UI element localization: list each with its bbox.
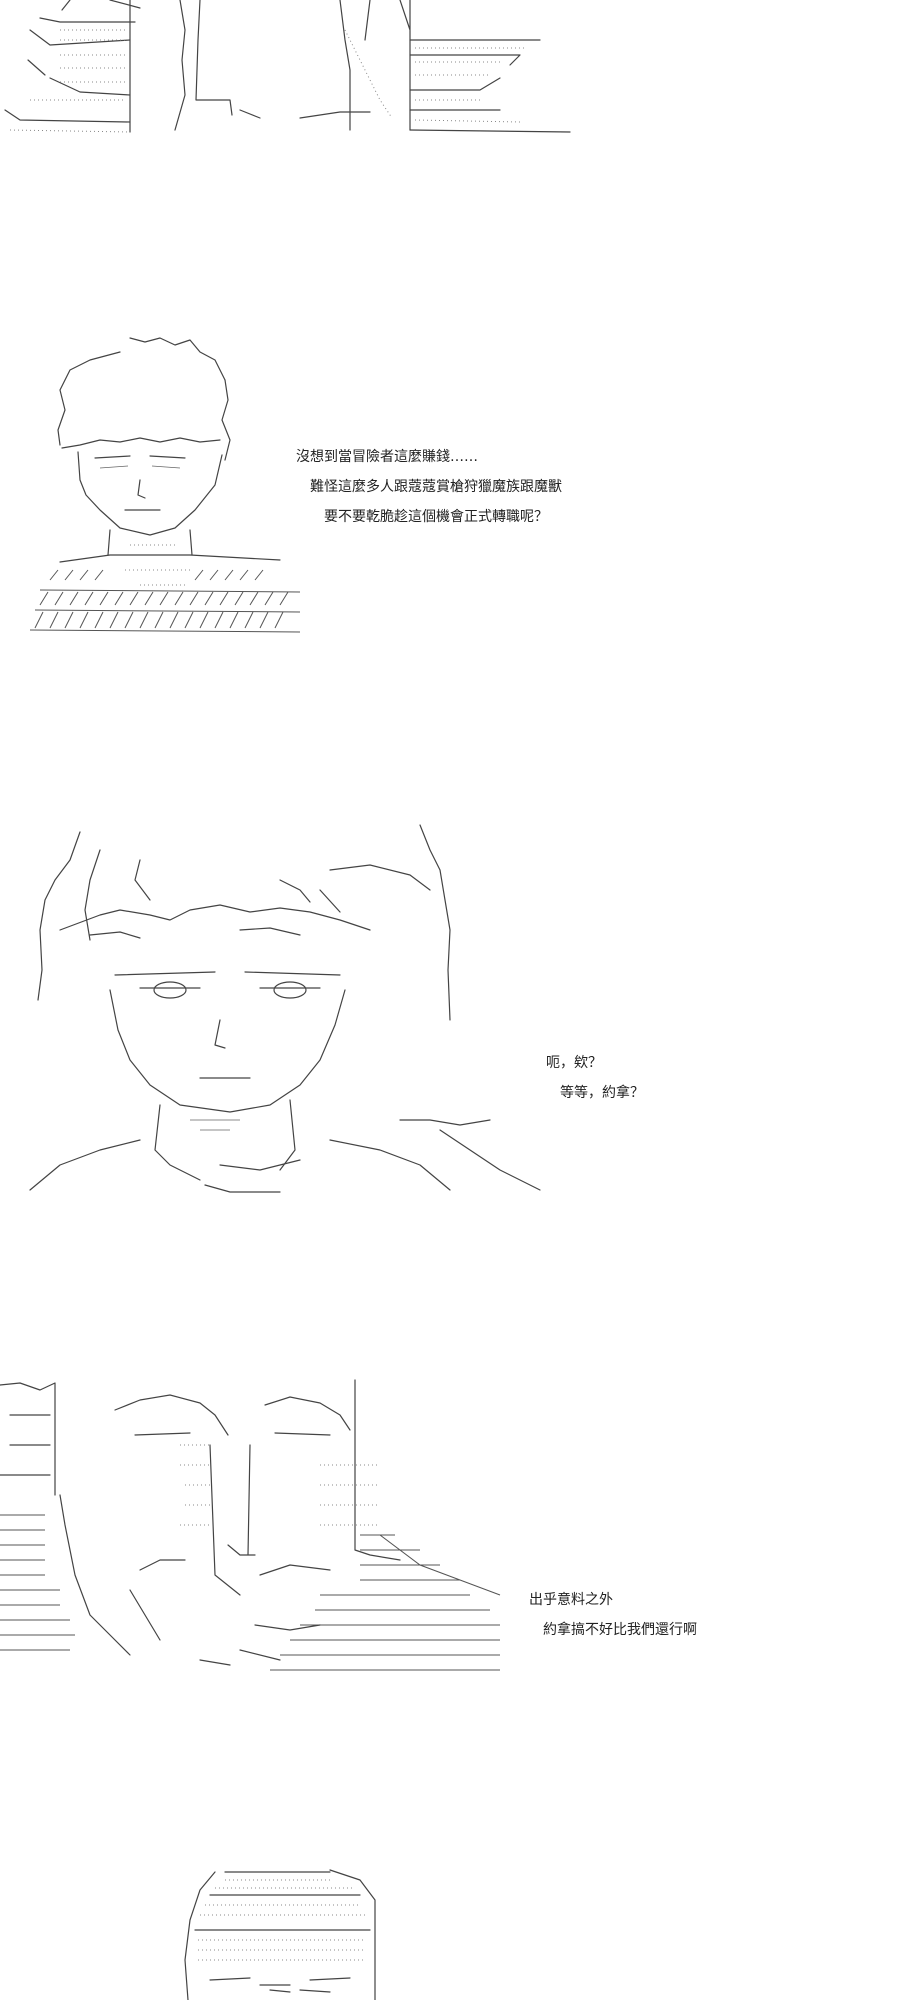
dialog-line: 難怪這麼多人跟蔻蔻賞槍狩獵魔族跟魔獸	[296, 479, 562, 495]
dialog-line: 沒想到當冒險者這麼賺錢……	[296, 449, 478, 465]
panel-3: 呃，欸？ 等等，約拿？	[0, 820, 900, 1200]
panel-5-ascii-art	[0, 1860, 900, 2000]
panel-4: 出乎意料之外 約拿搞不好比我們還行啊	[0, 1375, 900, 1675]
panel-3-character-ascii-art	[29, 824, 541, 1193]
panel-4-ascii-art-scene	[0, 1379, 501, 1671]
dialog-line: 要不要乾脆趁這個機會正式轉職呢？	[296, 509, 548, 525]
dialog-line: 等等，約拿？	[546, 1085, 644, 1101]
panel-2-dialog: 沒想到當冒險者這麼賺錢…… 難怪這麼多人跟蔻蔻賞槍狩獵魔族跟魔獸 要不要乾脆趁這…	[296, 442, 562, 532]
dialog-line: 呃，欸？	[546, 1055, 602, 1071]
panel-2: 沒想到當冒險者這麼賺錢…… 難怪這麼多人跟蔻蔻賞槍狩獵魔族跟魔獸 要不要乾脆趁這…	[0, 330, 900, 650]
panel-2-character-ascii-art	[29, 337, 301, 633]
panel-5-ascii-art-illustration	[184, 1869, 376, 2000]
dialog-line: 出乎意料之外	[529, 1592, 613, 1608]
panel-4-dialog: 出乎意料之外 約拿搞不好比我們還行啊	[529, 1585, 697, 1645]
panel-1-ascii-art-illustration	[4, 0, 571, 133]
dialog-line: 約拿搞不好比我們還行啊	[529, 1622, 697, 1638]
panel-3-dialog: 呃，欸？ 等等，約拿？	[546, 1048, 644, 1108]
panel-1-ascii-art	[0, 0, 900, 160]
